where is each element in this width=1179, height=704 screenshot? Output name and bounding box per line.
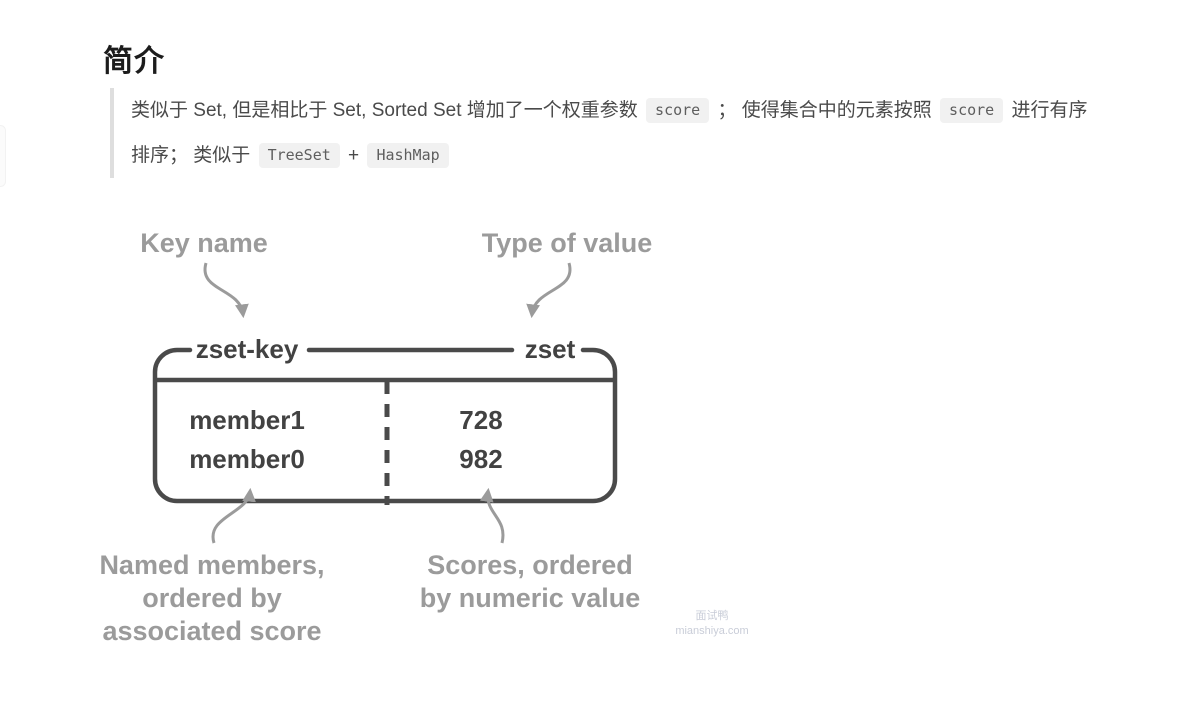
member-cell: member0	[189, 444, 305, 474]
inline-code-hashmap: HashMap	[367, 143, 449, 168]
score-cell: 982	[459, 444, 502, 474]
type-of-value-arrow	[526, 262, 572, 319]
members-caption-line: Named members,	[99, 550, 324, 580]
key-name-label: Key name	[140, 228, 268, 258]
inline-code-treeset: TreeSet	[258, 143, 340, 168]
inline-code-score: score	[940, 98, 1004, 123]
quote-text: +	[342, 145, 365, 166]
key-name-arrow	[203, 262, 249, 319]
scores-caption-line: by numeric value	[420, 583, 641, 613]
zset-structure-diagram: Key name Type of value zset-key zset mem…	[99, 228, 653, 646]
members-caption-line: associated score	[102, 616, 321, 646]
watermark-site-name: 面试鸭	[695, 610, 729, 622]
quote-text: 进行有序	[1006, 100, 1088, 121]
watermark-site-url: mianshiya.com	[675, 625, 749, 637]
type-of-value-label: Type of value	[482, 228, 653, 258]
members-caption-arrow	[211, 487, 256, 544]
quote-text: 排序； 类似于	[131, 145, 256, 166]
site-watermark: 面试鸭 mianshiya.com	[652, 609, 772, 639]
scores-caption-arrow	[479, 487, 505, 544]
scores-caption-line: Scores, ordered	[427, 550, 633, 580]
inline-code-score: score	[646, 98, 710, 123]
intro-blockquote: 类似于 Set, 但是相比于 Set, Sorted Set 增加了一个权重参数…	[110, 88, 1150, 178]
quote-text: 类似于 Set, 但是相比于 Set, Sorted Set 增加了一个权重参数	[131, 100, 644, 121]
zset-value-type: zset	[525, 334, 576, 364]
page-title: 简介	[103, 45, 165, 78]
zset-key-name: zset-key	[196, 334, 299, 364]
score-cell: 728	[459, 405, 502, 435]
member-cell: member1	[189, 405, 305, 435]
members-caption-line: ordered by	[142, 583, 282, 613]
left-edge-artifact	[0, 125, 6, 187]
quote-text: ； 使得集合中的元素按照	[712, 100, 938, 121]
